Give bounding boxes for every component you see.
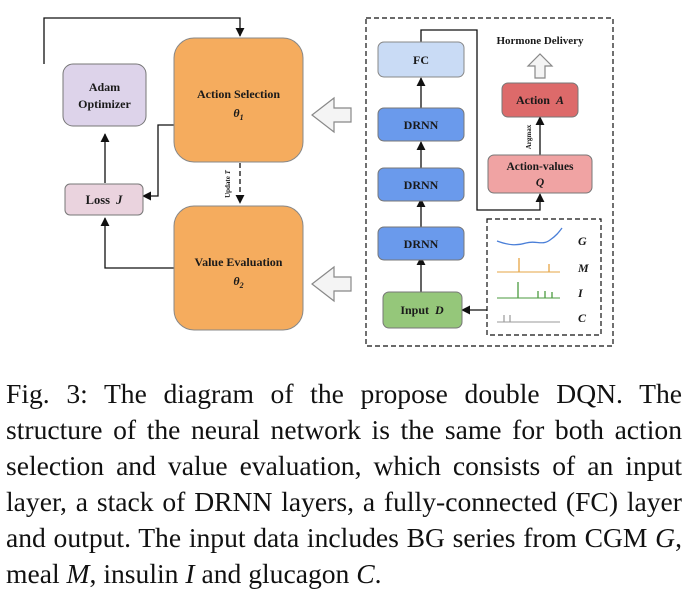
adam-label-line2: Optimizer	[78, 97, 131, 111]
update-target-label: Update T	[224, 169, 232, 198]
input-signals-dashed-frame	[486, 218, 602, 336]
value-evaluation-block: Value Evaluation θ2	[173, 205, 304, 331]
theta1-symbol: θ	[233, 106, 240, 120]
arrow-adam-to-action-selection	[43, 17, 245, 64]
theta2-subscript: 2	[239, 281, 244, 290]
adam-label-line1: Adam	[89, 80, 120, 94]
figure-caption: Fig. 3: The diagram of the propose doubl…	[6, 376, 682, 592]
svg-text:θ2: θ2	[233, 274, 243, 290]
signal-plot-g: G	[496, 227, 587, 248]
left-connectors	[43, 17, 245, 269]
input-label: Input	[400, 303, 429, 317]
action-values-label: Action-values	[506, 161, 574, 173]
loss-label: Loss	[86, 193, 110, 207]
hormone-delivery-label: Hormone Delivery	[496, 35, 584, 47]
signal-label-g: G	[578, 234, 587, 248]
action-values-block: Action-values Q	[487, 154, 593, 194]
svg-text:Input D: Input D	[400, 303, 444, 317]
hollow-arrow-to-value-evaluation	[311, 265, 352, 303]
argmax-label: Argmax	[525, 124, 533, 149]
network-connectors	[416, 29, 545, 315]
action-values-variable: Q	[536, 177, 544, 189]
signal-plot-i: I	[497, 282, 584, 300]
caption-var-m: M	[66, 558, 90, 589]
fc-layer-block: FC	[377, 41, 465, 78]
signal-label-i: I	[577, 286, 584, 300]
signal-label-m: M	[577, 261, 589, 275]
action-label: Action	[516, 93, 550, 107]
input-variable: D	[434, 303, 444, 317]
drnn-layer-block: DRNN	[377, 107, 465, 142]
hollow-arrow-to-action-selection	[311, 96, 352, 134]
arrow-value-to-loss	[100, 217, 174, 269]
signal-plot-m: M	[497, 258, 589, 275]
action-selection-label: Action Selection	[197, 87, 280, 101]
drnn-layer-block: DRNN	[377, 226, 465, 261]
network-dashed-frame	[365, 17, 614, 347]
caption-var-g: G	[655, 522, 676, 553]
arrow-fc-to-action-values	[420, 29, 545, 211]
loss-block: Loss J	[64, 183, 144, 216]
caption-var-i: I	[185, 558, 195, 589]
drnn-label: DRNN	[404, 237, 439, 251]
caption-text-insulin: , insulin	[89, 558, 186, 589]
adam-optimizer-block: Adam Optimizer	[62, 63, 147, 127]
svg-text:θ1: θ1	[233, 106, 243, 122]
loss-variable: J	[115, 193, 123, 207]
signal-plot-c: C	[497, 311, 587, 325]
action-selection-block: Action Selection θ1	[173, 37, 304, 163]
caption-text-glucagon: and glucagon	[194, 558, 357, 589]
arrow-action-to-loss	[142, 124, 174, 201]
caption-text-meal: , meal	[6, 522, 682, 589]
double-dqn-diagram: Adam Optimizer Loss J Action Selection θ…	[43, 17, 614, 347]
signal-label-c: C	[578, 311, 587, 325]
drnn-label: DRNN	[404, 118, 439, 132]
hollow-up-arrow-hormone-delivery	[526, 53, 554, 79]
caption-var-c: C	[356, 558, 375, 589]
svg-text:Action A: Action A	[516, 93, 564, 107]
action-block: Action A	[501, 82, 579, 118]
fc-label: FC	[413, 53, 429, 67]
caption-end: .	[374, 558, 382, 589]
action-variable: A	[555, 93, 564, 107]
theta2-symbol: θ	[233, 274, 240, 288]
svg-text:Loss J: Loss J	[86, 193, 123, 207]
drnn-layer-block: DRNN	[377, 167, 465, 202]
drnn-label: DRNN	[404, 178, 439, 192]
value-evaluation-label: Value Evaluation	[195, 255, 283, 269]
theta1-subscript: 1	[240, 113, 244, 122]
caption-text: Fig. 3: The diagram of the propose doubl…	[6, 378, 682, 553]
input-layer-block: Input D	[382, 291, 463, 329]
